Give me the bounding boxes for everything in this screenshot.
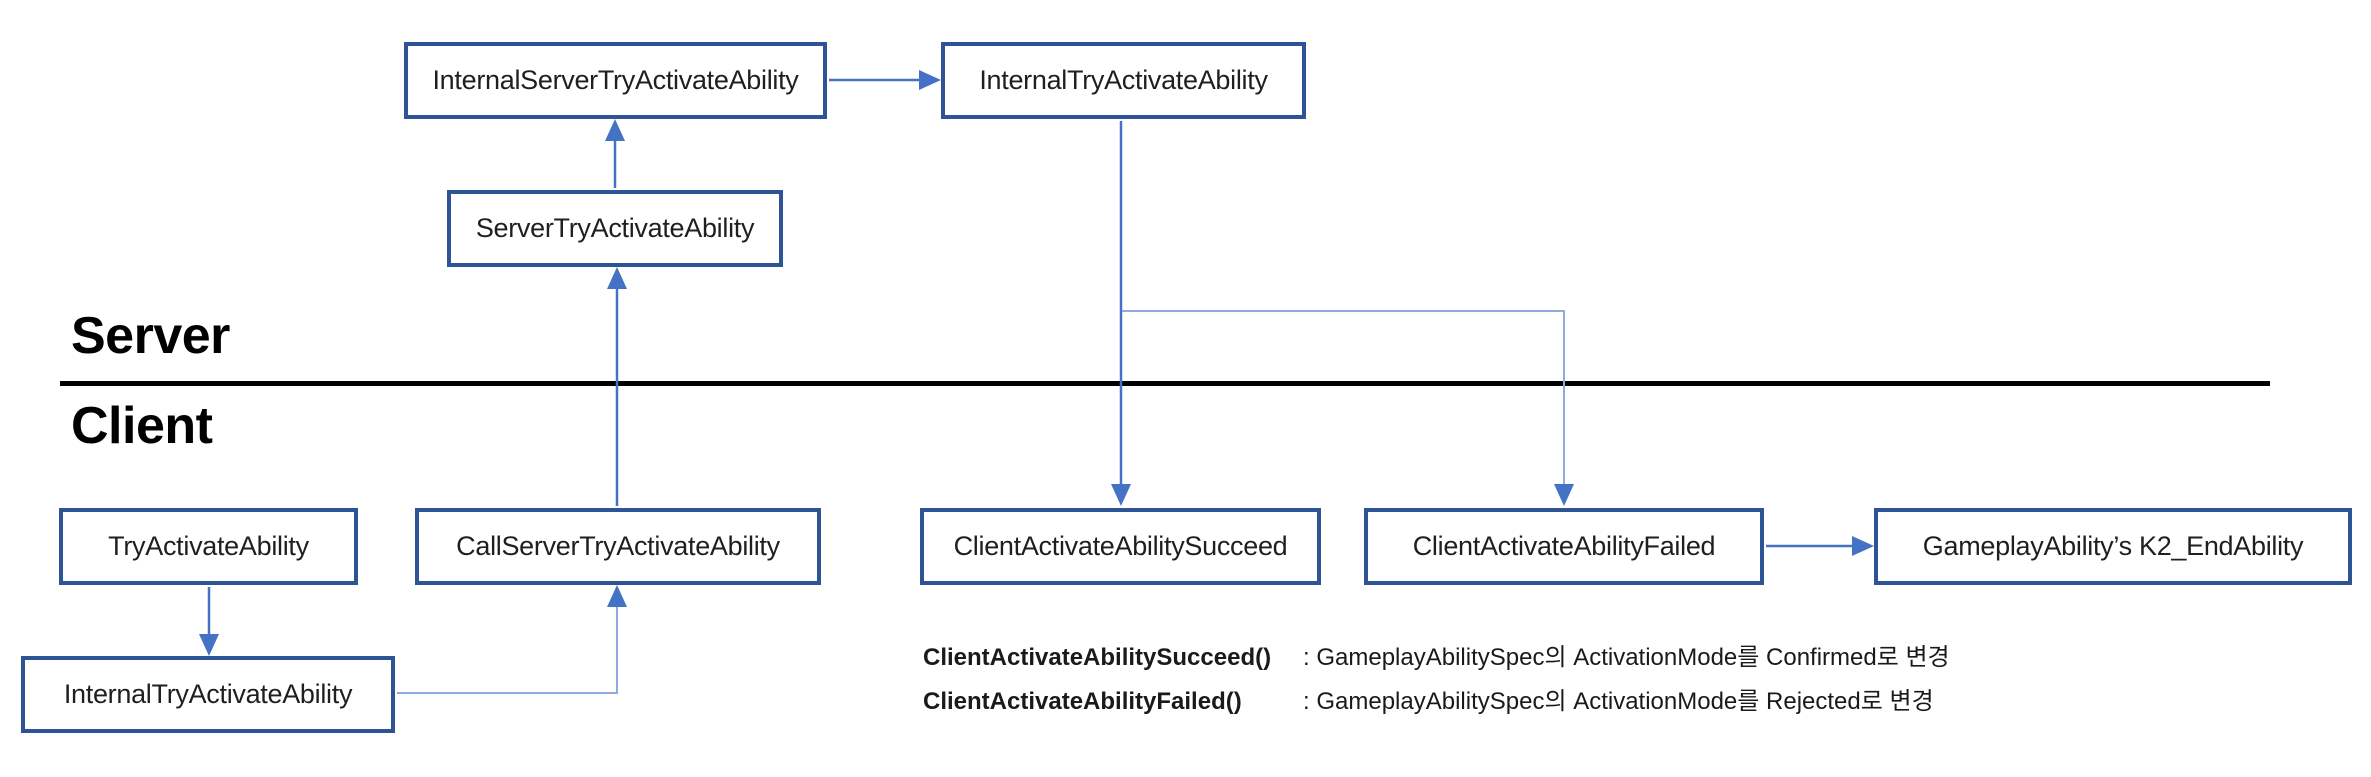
annotation-failed: ClientActivateAbilityFailed() : Gameplay… (923, 688, 1950, 715)
arrowhead-up-icon (605, 119, 625, 141)
node-label: InternalTryActivateAbility (63, 679, 353, 709)
node-call-server-try-activate-ability: CallServerTryActivateAbility (415, 508, 821, 585)
server-section-label: Server (71, 307, 230, 365)
node-internal-try-activate-ability-client: InternalTryActivateAbility (21, 656, 395, 733)
node-label: CallServerTryActivateAbility (456, 531, 780, 561)
connector-internaltryclient-to-callserver (397, 607, 618, 694)
arrowhead-right-icon (1852, 536, 1874, 556)
annotation-failed-description: : GameplayAbilitySpec의 ActivationMode를 R… (1303, 688, 1934, 715)
arrowhead-up-icon (607, 267, 627, 289)
annotation-succeed-description: : GameplayAbilitySpec의 ActivationMode를 C… (1303, 644, 1950, 671)
node-label: InternalTryActivateAbility (979, 65, 1268, 95)
annotation-succeed: ClientActivateAbilitySucceed() : Gamepla… (923, 644, 1950, 671)
node-label: TryActivateAbility (108, 531, 309, 561)
annotation-failed-label: ClientActivateAbilityFailed() (923, 688, 1242, 715)
node-label: ServerTryActivateAbility (475, 213, 755, 243)
client-section-label: Client (71, 397, 213, 455)
annotation-succeed-label: ClientActivateAbilitySucceed() (923, 644, 1272, 671)
node-client-activate-ability-failed: ClientActivateAbilityFailed (1364, 508, 1764, 585)
node-server-try-activate-ability: ServerTryActivateAbility (447, 190, 783, 267)
node-gameplay-ability-k2-endability: GameplayAbility’s K2_EndAbility (1874, 508, 2352, 585)
annotations-block: ClientActivateAbilitySucceed() : Gamepla… (923, 644, 1950, 715)
arrowhead-right-icon (919, 70, 941, 90)
arrowhead-up-icon (607, 585, 627, 607)
node-client-activate-ability-succeed: ClientActivateAbilitySucceed (920, 508, 1321, 585)
node-label: InternalServerTryActivateAbility (432, 65, 799, 95)
node-label: GameplayAbility’s K2_EndAbility (1922, 531, 2304, 561)
node-label: ClientActivateAbilitySucceed (953, 531, 1288, 561)
node-try-activate-ability: TryActivateAbility (59, 508, 358, 585)
arrowhead-down-icon (1111, 484, 1131, 506)
node-label: ClientActivateAbilityFailed (1412, 531, 1716, 561)
server-client-divider-line (60, 381, 2270, 386)
arrowhead-down-icon (1554, 484, 1574, 506)
connector-internaltry-to-failed (1122, 310, 1565, 484)
node-internal-server-try-activate-ability: InternalServerTryActivateAbility (404, 42, 827, 119)
node-internal-try-activate-ability-server: InternalTryActivateAbility (941, 42, 1306, 119)
arrowhead-down-icon (199, 634, 219, 656)
